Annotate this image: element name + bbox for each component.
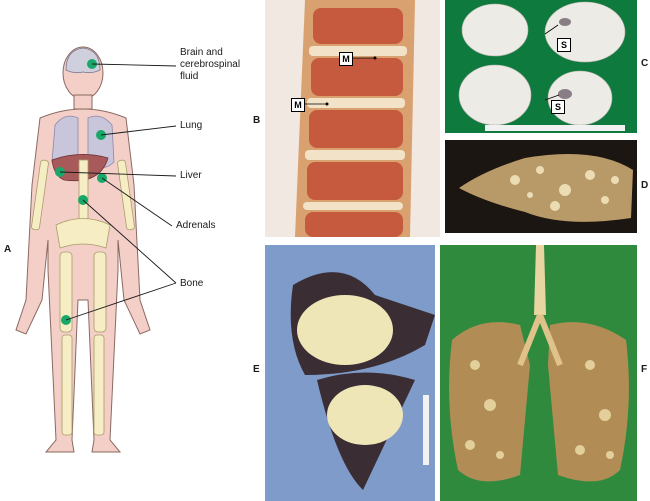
panel-c-photo: S S <box>445 0 637 133</box>
panel-f-photo <box>440 245 637 501</box>
adrenals-callout: Adrenals <box>176 220 216 231</box>
leader-lines <box>59 63 177 321</box>
skeleton <box>31 159 135 436</box>
panel-e-photo <box>265 245 435 501</box>
panel-d-photo <box>445 140 637 233</box>
brain-slices-illustration <box>458 1 626 131</box>
metastasis-marker-3: S <box>557 38 571 52</box>
panel-c-label: C <box>641 58 649 69</box>
panel-d-label: D <box>641 180 649 191</box>
metastasis-marker-1: M <box>339 52 353 66</box>
liver-section-illustration <box>459 154 633 222</box>
panel-b-label: B <box>253 115 261 126</box>
lungs-illustration <box>449 245 629 482</box>
panel-a-label: A <box>4 244 12 255</box>
adrenal-slices-illustration <box>290 272 435 490</box>
metastasis-marker-4: S <box>551 100 565 114</box>
panel-b-photo: M M <box>265 0 440 237</box>
body-diagram <box>15 46 177 453</box>
metastasis-marker-2: M <box>291 98 305 112</box>
brain-site-marker <box>87 59 97 69</box>
brain-callout: Brain and cerebrospinal fluid <box>180 47 241 82</box>
panel-f-label: F <box>641 364 648 375</box>
lung-callout: Lung <box>180 120 203 131</box>
vertebra-illustration <box>295 0 415 237</box>
panel-e-label: E <box>253 364 260 375</box>
body-silhouette <box>15 46 151 453</box>
bone-callout: Bone <box>180 278 204 289</box>
liver-callout: Liver <box>180 170 202 181</box>
